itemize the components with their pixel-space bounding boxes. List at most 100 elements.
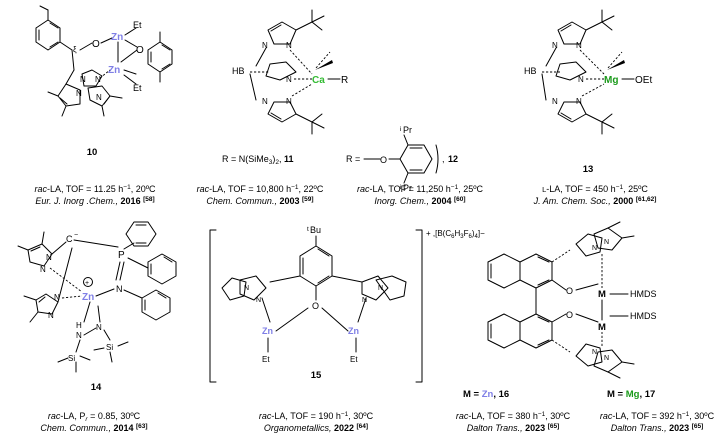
isopropyl-superscript: i xyxy=(400,184,401,191)
atom-o: O xyxy=(312,301,319,311)
atom-n: N xyxy=(244,285,249,292)
atom-zn: Zn xyxy=(111,32,123,43)
compound-15-conditions: rac-LA, TOF = 190 h−1, 30ºC xyxy=(259,411,374,421)
ethyl-label: Et xyxy=(262,355,270,364)
atom-o: O xyxy=(136,45,144,56)
compound-number-14: 14 xyxy=(91,382,102,393)
compound-16-reference: Dalton Trans., 2023 [65] xyxy=(467,423,559,433)
positive-charge: + xyxy=(85,280,89,287)
atom-o: O xyxy=(566,286,573,296)
r-group-label: R xyxy=(341,75,348,86)
compound-number-15: 15 xyxy=(311,370,322,381)
compound-14-conditions: rac-LA, Pr = 0.85, 30ºC xyxy=(48,411,141,423)
atom-mg: Mg xyxy=(604,75,618,86)
atom-zn: Zn xyxy=(108,65,120,76)
compound-11-structure: N N HB N Ca R N N xyxy=(232,9,348,135)
compound-10-reference: Eur. J. Inorg .Chem., 2016 [58] xyxy=(35,196,154,206)
compound-14-structure: C − P N Zn + N N N N xyxy=(17,221,177,373)
compound-11-conditions: rac-LA, TOF = 10,800 h−1, 22ºC xyxy=(197,184,324,194)
compound-14-reference: Chem. Commun., 2014 [63] xyxy=(40,423,147,433)
atom-n: N xyxy=(592,349,597,356)
atom-n: N xyxy=(95,75,101,84)
atom-n: N xyxy=(262,97,268,106)
compound-16-label: M = Zn, 16 xyxy=(463,389,509,400)
atom-n: N xyxy=(592,245,597,252)
atom-n: N xyxy=(604,239,609,246)
isopropyl-label: Pr xyxy=(403,183,412,193)
atom-zn: Zn xyxy=(348,326,359,336)
atom-o: O xyxy=(92,39,100,50)
atom-n: N xyxy=(552,97,558,106)
atom-n: N xyxy=(76,331,82,340)
compound-11-r-definition: R = N(SiMe3)2, 11 xyxy=(222,154,294,166)
compound-13-conditions: L-LA, TOF = 450 h−1, 25ºC xyxy=(542,184,648,194)
atom-n: N xyxy=(80,75,86,84)
compound-16-conditions: rac-LA, TOF = 380 h−1, 30ºC xyxy=(456,411,571,421)
atom-n: N xyxy=(40,265,46,274)
hmds-label: HMDS xyxy=(630,311,657,321)
atom-n: N xyxy=(576,41,582,50)
compound-17-conditions: rac-LA, TOF = 392 h−1, 30ºC xyxy=(600,411,715,421)
atom-b: HB xyxy=(232,66,245,76)
atom-n: N xyxy=(378,285,383,292)
compound-12-structure: R = O i Pr i Pr , 12 xyxy=(346,125,458,193)
compound-12-r-definition: R = xyxy=(346,154,360,164)
isopropyl-superscript: i xyxy=(400,126,401,133)
compound-11-reference: Chem. Commun., 2003 [59] xyxy=(206,196,313,206)
atom-n: N xyxy=(256,297,261,304)
atom-n: N xyxy=(286,97,292,106)
atom-n: N xyxy=(116,284,123,294)
atom-si: Si xyxy=(106,343,113,352)
atom-n: N xyxy=(76,89,82,98)
compound-13-reference: J. Am. Chem. Soc., 2000 [61,62] xyxy=(533,196,657,206)
ethoxide-label: OEt xyxy=(635,75,652,86)
atom-ca: Ca xyxy=(312,75,325,86)
atom-n: N xyxy=(54,293,60,302)
compound-10-conditions: rac-LA, TOF = 11.25 h−1, 20ºC xyxy=(34,184,156,194)
compound-15-structure: + ,[B(C6H3F6)4]− t Bu O N N Zn Et N N Zn… xyxy=(209,225,485,383)
metal-label: M xyxy=(598,322,606,333)
compound-16-17-structure: O O M HMDS M HMDS N N N N xyxy=(487,221,657,379)
atom-n: N xyxy=(96,93,102,102)
metal-label: M xyxy=(598,289,606,300)
atom-h: H xyxy=(76,321,82,330)
hmds-label: HMDS xyxy=(630,289,657,299)
compound-12-reference: Inorg. Chem., 2004 [60] xyxy=(374,196,465,206)
negative-charge: − xyxy=(74,232,78,239)
compound-12-number-separator: , xyxy=(442,154,445,164)
compound-15-reference: Organometallics, 2022 [64] xyxy=(264,423,368,433)
isopropyl-label: Pr xyxy=(403,125,412,135)
atom-o: O xyxy=(566,310,573,320)
atom-n: N xyxy=(552,41,558,50)
compound-number-13: 13 xyxy=(583,164,594,175)
compound-17-reference: Dalton Trans., 2023 [65] xyxy=(611,423,703,433)
ethyl-label: Et xyxy=(133,83,142,93)
atom-n: N xyxy=(48,311,54,320)
atom-n: N xyxy=(46,253,52,262)
atom-n: N xyxy=(362,297,367,304)
tert-butyl-superscript: t xyxy=(307,226,309,233)
atom-zn: Zn xyxy=(262,326,273,336)
compound-17-label: M = Mg, 17 xyxy=(607,389,655,400)
atom-si: Si xyxy=(68,354,75,363)
compound-13-structure: N N HB N Mg OEt N N xyxy=(524,9,652,135)
compound-number-10: 10 xyxy=(87,147,98,158)
atom-p: P xyxy=(118,250,125,261)
compound-10-structure: ξ O Zn Et Zn O Et N N N N xyxy=(35,5,173,117)
atom-n: N xyxy=(96,323,102,332)
atom-n: N xyxy=(286,75,292,84)
compound-number-12: 12 xyxy=(448,154,458,164)
atom-n: N xyxy=(576,97,582,106)
atom-n: N xyxy=(604,355,609,362)
atom-n: N xyxy=(262,41,268,50)
atom-o: O xyxy=(380,155,387,165)
atom-n: N xyxy=(578,75,584,84)
ethyl-label: Et xyxy=(350,355,358,364)
atom-n: N xyxy=(286,41,292,50)
ethyl-label: Et xyxy=(133,20,142,30)
tert-butyl-label: Bu xyxy=(310,225,321,235)
atom-zn: Zn xyxy=(82,292,94,303)
atom-b: HB xyxy=(524,66,537,76)
compound-12-conditions: rac-LA, TOF = 11,250 h−1, 25ºC xyxy=(357,184,484,194)
